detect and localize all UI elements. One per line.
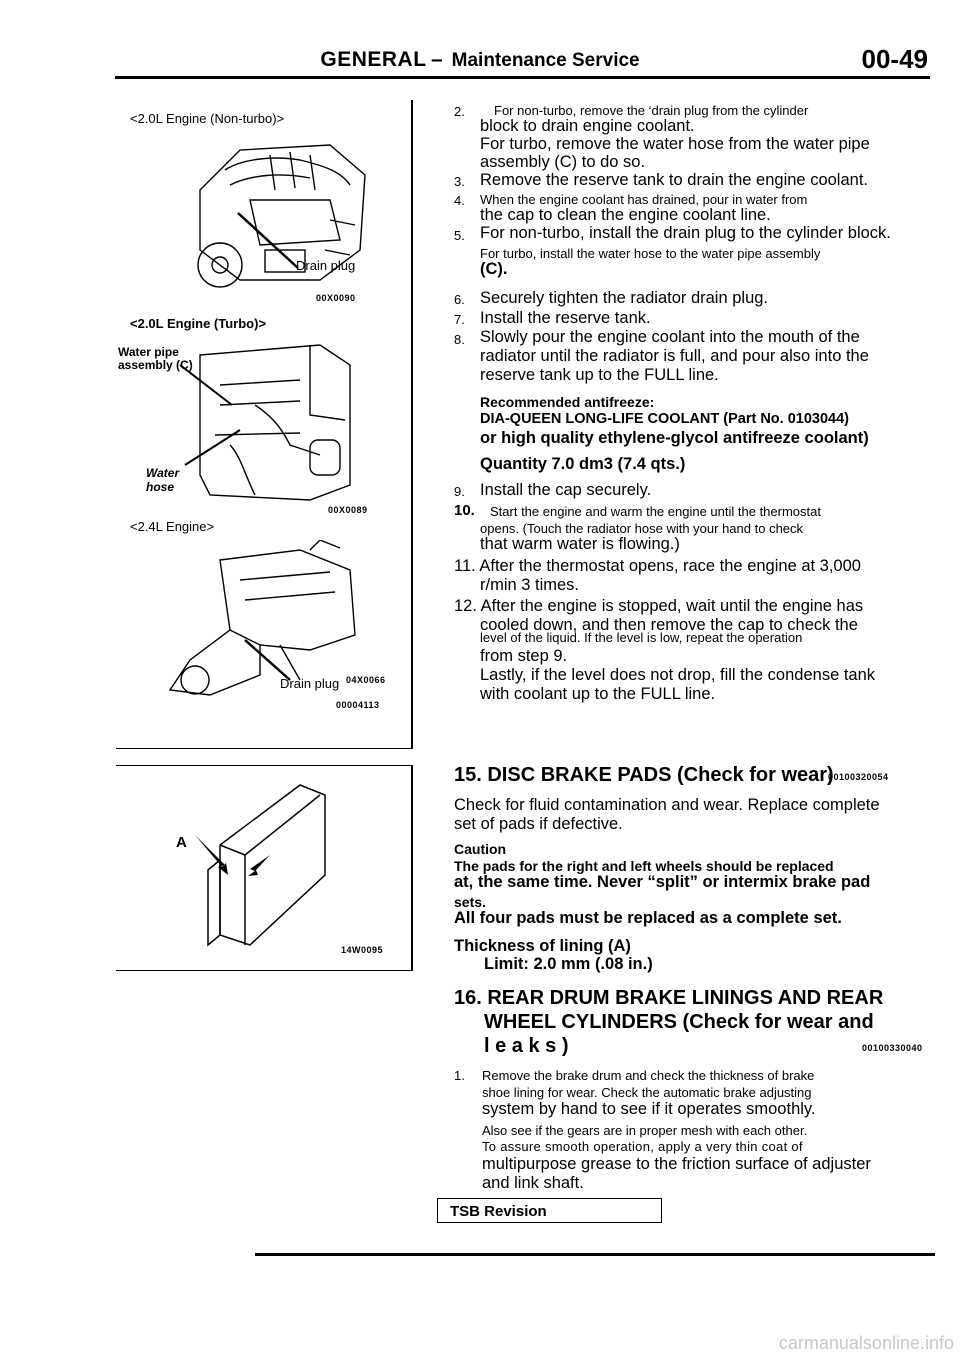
step-6-text: Securely tighten the radiator drain plug… [480, 289, 769, 307]
step-3-text: Remove the reserve tank to drain the eng… [480, 171, 868, 189]
step-11-line-b: r/min 3 times. [480, 576, 580, 594]
step-8-line-c: reserve tank up to the FULL line. [480, 366, 719, 384]
lining-thickness-limit: Limit: 2.0 mm (.08 in.) [484, 955, 653, 973]
step-7-text: Install the reserve tank. [480, 309, 651, 327]
section-15-heading: 15. DISC BRAKE PADS (Check for wear) [454, 764, 834, 786]
step-10-number: 10. [454, 502, 475, 519]
section-16-heading-1: 16. REAR DRUM BRAKE LININGS AND REAR [454, 987, 884, 1009]
sec16-para-4: Also see if the gears are in proper mesh… [482, 1123, 808, 1138]
antifreeze-line-2: or high quality ethylene-glycol antifree… [480, 429, 869, 447]
caution-line-4: All four pads must be replaced as a comp… [454, 909, 842, 927]
engine-turbo-illustration [179, 344, 351, 501]
step-10-line-a: Start the engine and warm the engine unt… [490, 504, 821, 519]
step-12-line-c: level of the liquid. If the level is low… [480, 630, 803, 645]
sec16-para-2: shoe lining for wear. Check the automati… [482, 1085, 812, 1100]
fig3-drain-plug-label: Drain plug [280, 676, 340, 691]
step-12-line-f: with coolant up to the FULL line. [480, 685, 716, 703]
fig1-code: 00X0090 [316, 293, 356, 303]
subsection-title: Maintenance Service [451, 50, 640, 71]
caution-label: Caution [454, 841, 507, 857]
step-5-number: 5. [454, 228, 465, 243]
page-number: 00-49 [861, 44, 929, 74]
step-5-line-b: For turbo, install the water hose to the… [480, 246, 821, 261]
caution-line-2: at, the same time. Never “split” or inte… [454, 873, 871, 891]
step-8-line-b: radiator until the radiator is full, and… [480, 347, 869, 365]
sec16-para-7: and link shaft. [482, 1174, 584, 1192]
fig2-code: 00X0089 [328, 505, 368, 515]
section-16-heading-3: l e a k s ) [484, 1035, 569, 1057]
step-8-number: 8. [454, 332, 465, 347]
step-12-line-d: from step 9. [480, 647, 568, 665]
fig4-code: 14W0095 [341, 945, 384, 955]
fig2-water-hose-label: Water hose [146, 466, 180, 494]
step-4-line-b: the cap to clean the engine coolant line… [480, 206, 771, 224]
step-5-line-a: For non-turbo, install the drain plug to… [480, 224, 891, 242]
header-rule [115, 76, 930, 79]
step-11-line-a: 11. After the thermostat opens, race the… [454, 557, 861, 575]
step-4-number: 4. [454, 193, 465, 208]
step-12-line-e: Lastly, if the level does not drop, fill… [480, 666, 876, 684]
step-10-line-c: that warm water is flowing.) [480, 535, 680, 553]
caution-line-3: sets. [454, 894, 486, 910]
section-15-code: 00100320054 [828, 772, 889, 782]
fig2-water-pipe-label: Water pipe assembly (C) [118, 345, 193, 372]
section-15-para-b: set of pads if defective. [454, 815, 623, 833]
caution-line-1: The pads for the right and left wheels s… [454, 858, 834, 874]
sec16-para-5: To assure smooth operation, apply a very… [482, 1139, 803, 1154]
header-dash: – [431, 48, 444, 71]
coolant-quantity: Quantity 7.0 dm3 (7.4 qts.) [480, 455, 686, 473]
step-6-number: 6. [454, 292, 465, 307]
step-12-line-b: cooled down, and then remove the cap to … [480, 616, 858, 634]
fig1-drain-plug-label: Drain plug [296, 258, 356, 273]
fig3-title: <2.4L Engine> [130, 519, 215, 534]
antifreeze-line-1: DIA-QUEEN LONG-LIFE COOLANT (Part No. 01… [480, 411, 849, 427]
step-8-line-a: Slowly pour the engine coolant into the … [480, 328, 860, 346]
step-2-line-a: For non-turbo, remove the ‘drain plug fr… [494, 103, 809, 118]
antifreeze-heading: Recommended antifreeze: [480, 394, 655, 410]
fig2-title: <2.0L Engine (Turbo)> [130, 316, 267, 331]
sec16-step-1-number: 1. [454, 1068, 465, 1083]
section-title: GENERAL [320, 48, 427, 71]
step-2-line-d: assembly (C) to do so. [480, 153, 646, 171]
watermark: carmanualsonline.info [778, 1333, 954, 1353]
step-4-line-a: When the engine coolant has drained, pou… [480, 192, 808, 207]
step-9-number: 9. [454, 484, 465, 499]
step-2-number: 2. [454, 104, 465, 119]
step-3-number: 3. [454, 174, 465, 189]
step-7-number: 7. [454, 312, 465, 327]
step-12-line-a: 12. After the engine is stopped, wait un… [454, 597, 864, 615]
step-10-line-b: opens. (Touch the radiator hose with you… [480, 521, 804, 536]
brake-pad-illustration [195, 784, 326, 947]
brake-pad-figure-panel [116, 765, 413, 971]
page-header: GENERAL – Maintenance Service [0, 48, 960, 72]
footer-rule [255, 1253, 935, 1256]
sec16-para-3: system by hand to see if it operates smo… [482, 1100, 816, 1118]
fig3-code-2: 00004113 [336, 700, 380, 710]
fig4-label-a: A [176, 834, 187, 851]
step-9-text: Install the cap securely. [480, 481, 652, 499]
step-2-line-b: block to drain engine coolant. [480, 117, 695, 135]
tsb-revision-box: TSB Revision [437, 1198, 662, 1223]
engine-nonturbo-illustration [197, 144, 366, 288]
sec16-para-6: multipurpose grease to the friction surf… [482, 1155, 871, 1173]
step-5-line-c: (C). [480, 260, 508, 278]
fig3-code: 04X0066 [346, 675, 386, 685]
engine-24l-illustration [168, 540, 356, 696]
engine-figure-panel [116, 100, 413, 749]
step-2-line-c: For turbo, remove the water hose from th… [480, 135, 870, 153]
section-16-heading-2: WHEEL CYLINDERS (Check for wear and [484, 1011, 874, 1033]
lining-thickness-label: Thickness of lining (A) [454, 937, 631, 955]
fig1-title: <2.0L Engine (Non-turbo)> [130, 111, 285, 126]
sec16-para-1: Remove the brake drum and check the thic… [482, 1068, 815, 1083]
section-16-code: 00100330040 [862, 1043, 923, 1053]
section-15-para-a: Check for fluid contamination and wear. … [454, 796, 880, 814]
